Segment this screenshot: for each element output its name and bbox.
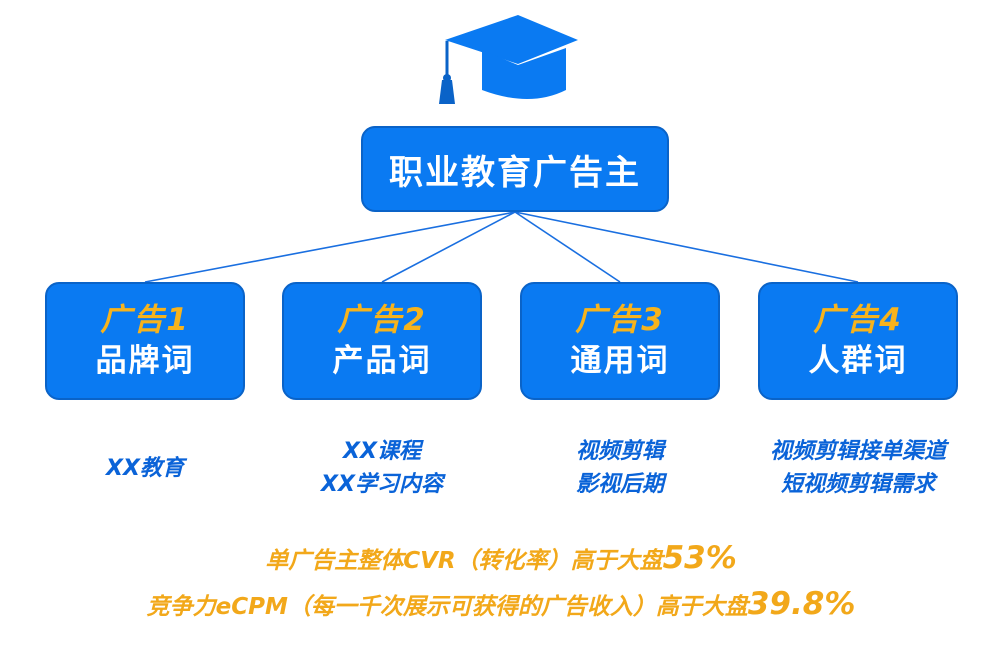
stat-cvr-value: 53%	[662, 540, 737, 576]
ad-keyword-type: 产品词	[332, 343, 432, 379]
keyword-item: XX学习内容	[321, 472, 443, 497]
keyword-item: 短视频剪辑需求	[780, 472, 935, 497]
keyword-item: XX课程	[343, 439, 421, 464]
ad-keywords-3: 视频剪辑 影视后期	[500, 428, 740, 508]
ad-node-3: 广告3 通用词	[520, 282, 720, 400]
ad-keyword-type: 通用词	[570, 343, 670, 379]
keyword-item: 影视后期	[575, 472, 664, 497]
root-label: 职业教育广告主	[389, 152, 641, 193]
ad-keyword-type: 人群词	[808, 343, 908, 379]
ad-keywords-1: XX教育	[25, 428, 265, 508]
ad-keyword-type: 品牌词	[95, 343, 195, 379]
ad-node-1: 广告1 品牌词	[45, 282, 245, 400]
stat-ecpm: 竞争力eCPM（每一千次展示可获得的广告收入）高于大盘39.8%	[0, 586, 1002, 622]
ad-number: 广告1	[100, 302, 190, 338]
ad-number: 广告4	[813, 302, 903, 338]
root-node: 职业教育广告主	[361, 126, 669, 212]
stat-ecpm-text: 竞争力eCPM（每一千次展示可获得的广告收入）高于大盘	[146, 594, 748, 620]
ad-keywords-2: XX课程 XX学习内容	[262, 428, 502, 508]
keyword-item: 视频剪辑	[575, 439, 664, 464]
ad-node-2: 广告2 产品词	[282, 282, 482, 400]
ad-number: 广告2	[337, 302, 427, 338]
keyword-item: 视频剪辑接单渠道	[769, 439, 946, 464]
ad-keywords-4: 视频剪辑接单渠道 短视频剪辑需求	[738, 428, 978, 508]
ad-number: 广告3	[575, 302, 665, 338]
graduation-cap-icon	[439, 15, 578, 104]
ad-node-4: 广告4 人群词	[758, 282, 958, 400]
keyword-item: XX教育	[106, 455, 184, 481]
stat-cvr: 单广告主整体CVR（转化率）高于大盘53%	[0, 540, 1002, 576]
stat-ecpm-value: 39.8%	[747, 586, 856, 622]
stat-cvr-text: 单广告主整体CVR（转化率）高于大盘	[265, 548, 663, 574]
